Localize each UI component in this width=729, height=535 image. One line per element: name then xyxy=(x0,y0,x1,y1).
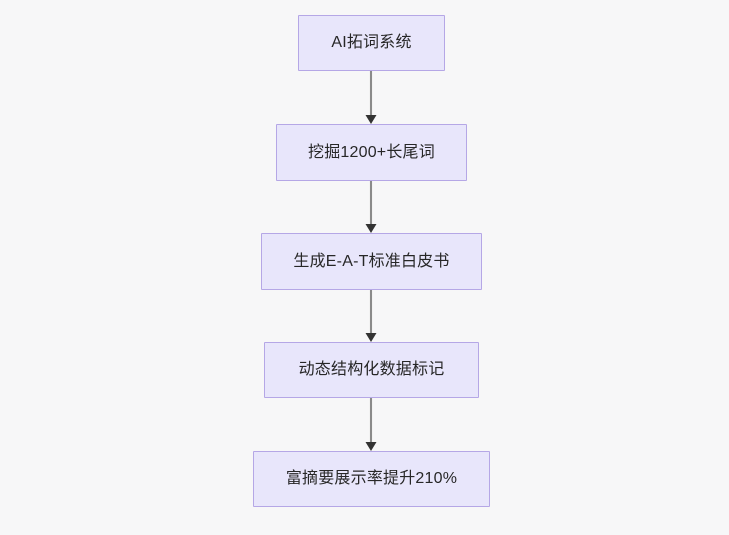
flow-node-label: 动态结构化数据标记 xyxy=(298,361,445,379)
arrowhead-icon xyxy=(365,442,377,451)
flow-connector xyxy=(365,181,377,233)
flow-node-label: 挖掘1200+长尾词 xyxy=(308,143,435,161)
arrowhead-icon xyxy=(365,224,377,233)
arrowhead-icon xyxy=(365,333,377,342)
flow-node-4[interactable]: 动态结构化数据标记 xyxy=(264,342,479,398)
flow-node-label: 富摘要展示率提升210% xyxy=(285,470,458,488)
flow-connector xyxy=(365,290,377,342)
flow-node-label: AI拓词系统 xyxy=(331,34,412,52)
flow-node-label: 生成E-A-T标准白皮书 xyxy=(293,252,450,270)
flow-node-1[interactable]: AI拓词系统 xyxy=(298,15,445,71)
flow-node-2[interactable]: 挖掘1200+长尾词 xyxy=(276,124,467,181)
arrowhead-icon xyxy=(365,115,377,124)
flow-node-3[interactable]: 生成E-A-T标准白皮书 xyxy=(261,233,482,290)
flow-node-5[interactable]: 富摘要展示率提升210% xyxy=(253,451,490,507)
flow-connector xyxy=(365,71,377,124)
flow-connector xyxy=(365,398,377,451)
